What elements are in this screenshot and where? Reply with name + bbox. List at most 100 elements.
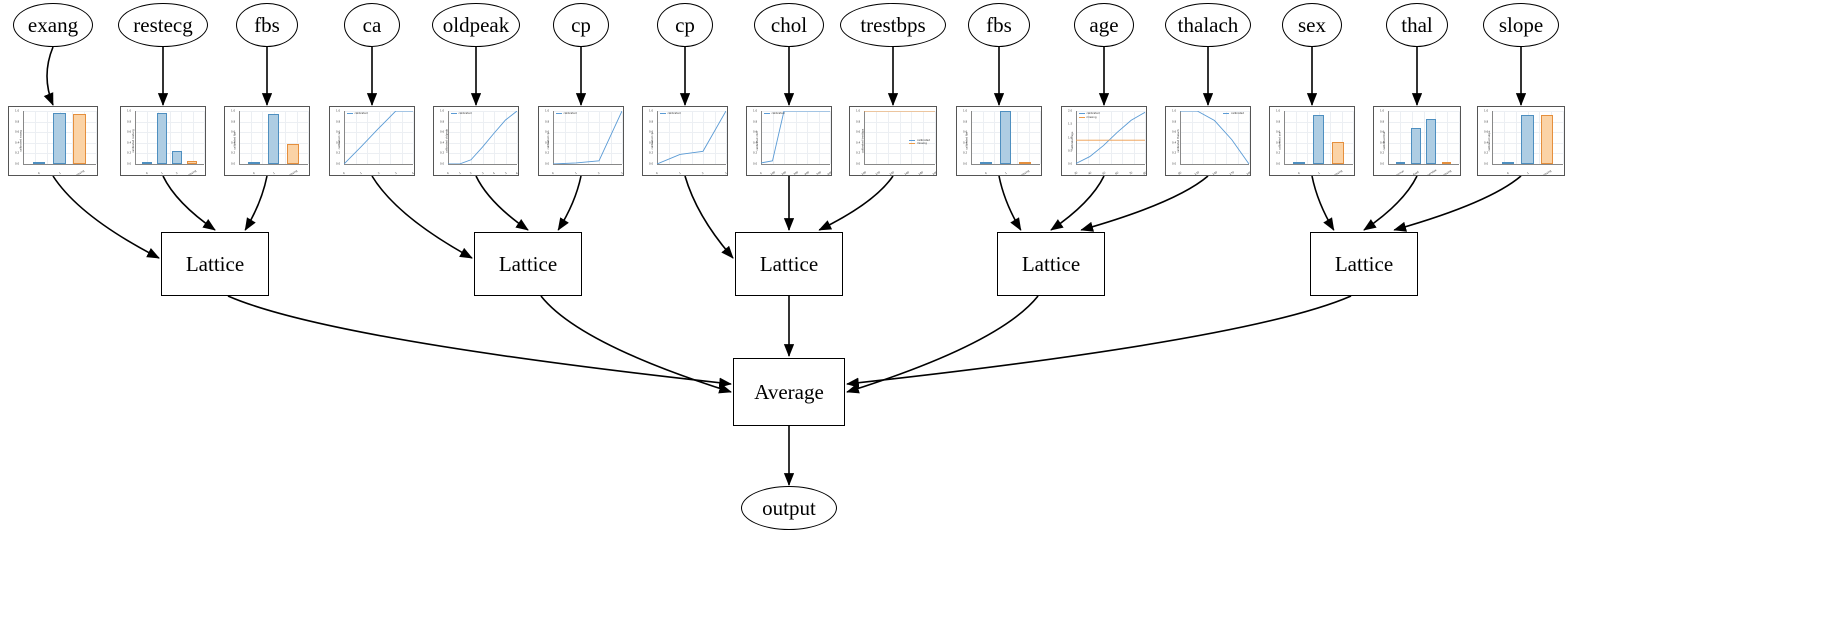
x-tick-label: 40 (1087, 171, 1092, 176)
y-tick-label: 0.6 (15, 130, 20, 134)
feature-label: thalach (1177, 12, 1239, 37)
bar-missing-missing (1441, 161, 1452, 164)
x-tick-label: 500 (815, 170, 822, 176)
line-series-layer (1180, 111, 1249, 164)
x-tick-label: 200 (932, 170, 937, 176)
bar-calibrated-0 (32, 162, 46, 164)
gridline-v (1539, 111, 1540, 164)
x-tick-label: 100 (769, 170, 776, 176)
x-tick-label: 0 (655, 171, 659, 176)
x-tick-label: 1 (1317, 171, 1320, 176)
feature-node-cp-5[interactable]: cp (553, 3, 609, 47)
x-tick-label: 200 (781, 170, 787, 176)
legend-item-calibrated: calibrated (764, 112, 785, 115)
gridline-v (96, 111, 97, 164)
y-tick-label: 1.0 (15, 109, 20, 113)
feature-node-ca-3[interactable]: ca (344, 3, 400, 47)
output-label: output (762, 495, 816, 520)
x-tick-label: 1 (1526, 171, 1529, 176)
x-tick-label: 3 (620, 171, 624, 176)
axis-spine-bottom (239, 164, 308, 165)
feature-node-restecg-1[interactable]: restecg (118, 3, 208, 47)
y-tick-label: 0.4 (856, 141, 861, 145)
legend-swatch-calibrated (660, 113, 666, 114)
axis-spine-left (971, 111, 972, 164)
line-calibrated (553, 111, 622, 164)
feature-node-exang-0[interactable]: exang (13, 3, 93, 47)
gridline-v (622, 111, 623, 164)
bar-calibrated-normal (1395, 162, 1406, 164)
y-tick-label: 0.8 (336, 120, 341, 124)
lattice-node-0[interactable]: Lattice (161, 232, 269, 296)
y-tick-label: 0.8 (127, 120, 132, 124)
lattice-node-2[interactable]: Lattice (735, 232, 843, 296)
feature-node-sex-12[interactable]: sex (1282, 3, 1342, 47)
y-tick-label: 0.8 (1172, 120, 1177, 124)
y-tick-label: 1.0 (1068, 136, 1073, 139)
gridline-v (1249, 111, 1250, 164)
legend-label: calibrated (458, 112, 472, 115)
line-series-layer (657, 111, 726, 164)
line-calibrated (657, 111, 726, 164)
feature-node-fbs-9[interactable]: fbs (968, 3, 1030, 47)
legend-label: missing (1086, 115, 1097, 119)
lattice-label: Lattice (1334, 251, 1394, 276)
output-node[interactable]: output (741, 486, 837, 530)
gridline-v (668, 111, 670, 164)
feature-node-chol-7[interactable]: chol (754, 3, 824, 47)
plot-area (553, 111, 623, 165)
y-tick-label: 0.0 (1172, 162, 1177, 166)
bar-calibrated-0 (142, 162, 152, 164)
legend-swatch-missing (1079, 116, 1085, 118)
bar-missing-missing (1018, 161, 1031, 164)
axis-spine-left (135, 111, 136, 164)
y-tick-label: 0.0 (1484, 162, 1489, 166)
gridline-v (1110, 111, 1112, 164)
x-tick-label: 2 (701, 171, 705, 176)
lattice-node-1[interactable]: Lattice (474, 232, 582, 296)
feature-node-thalach-11[interactable]: thalach (1165, 3, 1251, 47)
line-calibrated (448, 111, 517, 164)
x-tick-label: 3 (724, 171, 728, 176)
axis-spine-bottom (1180, 164, 1249, 165)
average-node[interactable]: Average (733, 358, 845, 426)
feature-node-trestbps-8[interactable]: trestbps (840, 3, 946, 47)
feature-node-cp-6[interactable]: cp (657, 3, 713, 47)
plot-legend: calibrated (1223, 112, 1244, 116)
gridline-v (146, 111, 148, 164)
bar-calibrated-0 (1501, 162, 1514, 164)
gridline-v (367, 111, 368, 164)
feature-node-fbs-2[interactable]: fbs (236, 3, 298, 47)
feature-node-slope-14[interactable]: slope (1483, 3, 1559, 47)
y-tick-label: 0.0 (1068, 162, 1073, 166)
y-tick-label: 0.4 (649, 141, 654, 145)
y-tick-label: 0.2 (231, 151, 236, 155)
x-tick-label: 400 (804, 170, 810, 176)
bar-calibrated-1 (1521, 115, 1534, 164)
legend-swatch-calibrated (451, 113, 457, 114)
y-tick-label: 0.0 (231, 162, 236, 166)
plot-area (1284, 111, 1354, 165)
lattice-node-4[interactable]: Lattice (1310, 232, 1418, 296)
feature-node-age-10[interactable]: age (1074, 3, 1134, 47)
feature-node-oldpeak-4[interactable]: oldpeak (432, 3, 520, 47)
feature-node-thal-13[interactable]: thal (1386, 3, 1448, 47)
y-tick-label: 1.0 (440, 109, 445, 113)
x-tick-label: 0 (551, 171, 555, 176)
lattice-node-3[interactable]: Lattice (997, 232, 1105, 296)
